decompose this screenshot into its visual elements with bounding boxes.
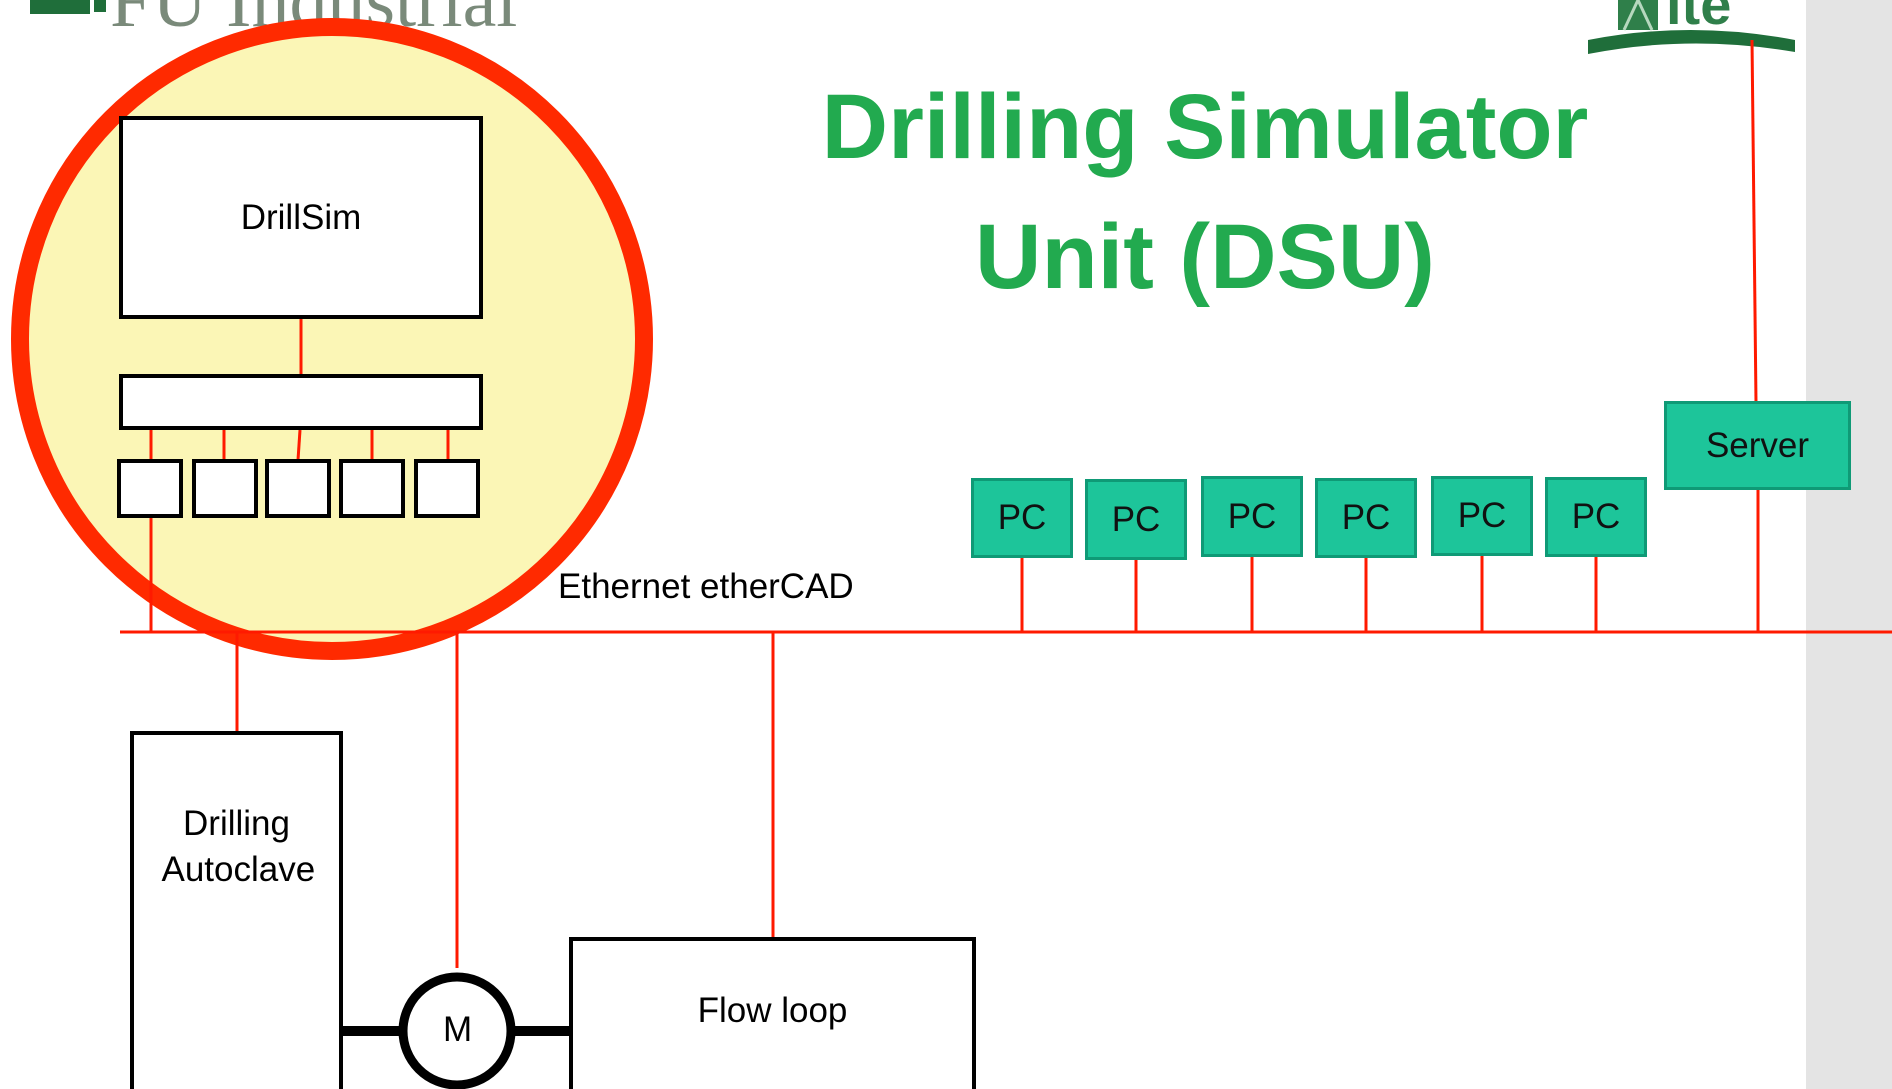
pc-node-4: PC [1315,478,1417,558]
io-module-1 [117,459,183,518]
right-logo-text: ite [1666,0,1731,36]
pc-node-6: PC [1545,477,1647,557]
io-module-4 [339,459,405,518]
pc-label: PC [1111,499,1161,539]
flow-loop-label: Flow loop [697,991,848,1030]
io-module-2 [192,459,258,518]
right-logo-swoosh-icon [1588,30,1795,54]
pc-label: PC [1457,496,1507,535]
server-label: Server [1705,425,1810,465]
drillsim-label: DrillSim [240,197,362,237]
right-logo-derrick-icon [1622,0,1654,31]
right-logo-tower-icon [1618,0,1658,30]
io-link-3 [296,429,302,461]
pc-node-1: PC [971,478,1073,558]
pc-label: PC [997,498,1047,537]
server-uplink [1750,39,1758,404]
title-line-2: Unit (DSU) [975,206,1435,308]
ethernet-bus-label: Ethernet etherCAD [558,567,854,606]
io-module-5 [414,459,480,518]
server-node: Server [1664,401,1851,490]
pc-label: PC [1571,497,1621,536]
drilling-autoclave-box: Drilling Autoclave [130,731,343,1089]
motor-symbol [398,972,516,1089]
pc-node-2: PC [1085,479,1187,560]
title-line-1: Drilling Simulator [821,76,1589,178]
pc-node-3: PC [1201,476,1303,557]
motor-label: M [443,1010,473,1049]
io-module-3 [265,459,331,518]
pc-label: PC [1227,496,1277,536]
interface-bar [119,374,483,430]
page-title: Drilling Simulator Unit (DSU) [700,62,1710,322]
pc-node-5: PC [1431,476,1533,556]
pc-label: PC [1341,498,1391,537]
side-panel [1806,0,1892,1089]
flow-loop-box: Flow loop [569,937,976,1089]
drilling-autoclave-label: Drilling Autoclave [161,804,316,889]
drillsim-box: DrillSim [119,116,483,319]
left-logo-dot-icon [94,0,106,12]
left-logo-block-icon [30,0,90,14]
